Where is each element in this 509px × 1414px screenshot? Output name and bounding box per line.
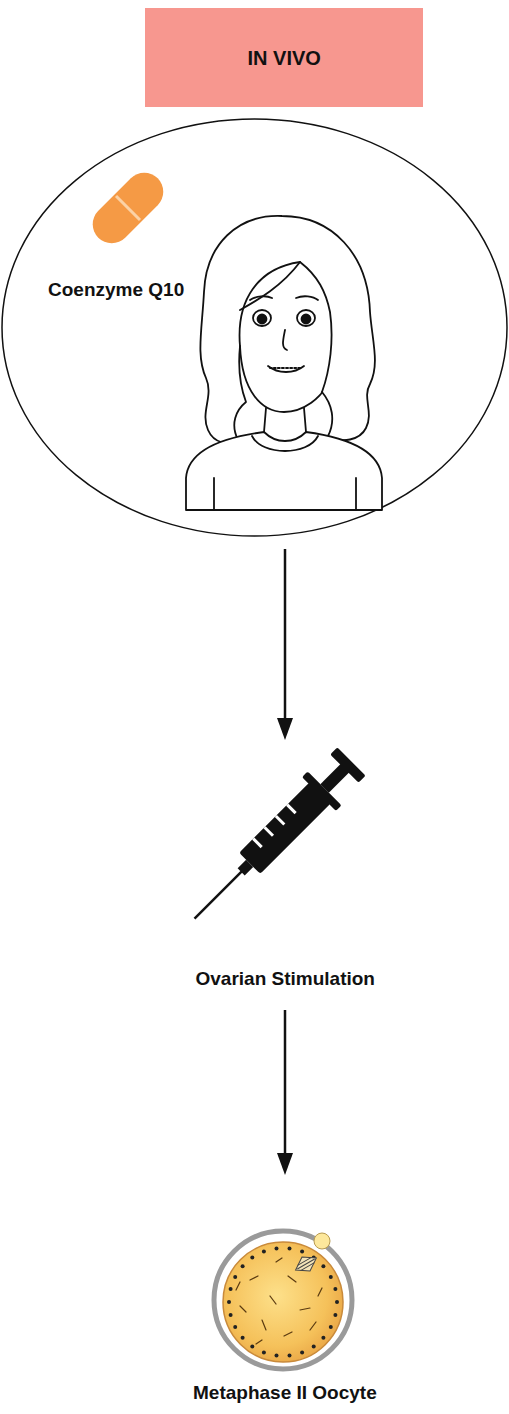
flow-arrow: [277, 549, 293, 740]
cortical-granule: [288, 1246, 292, 1250]
cortical-granule: [312, 1256, 316, 1260]
node-label: IN VIVO: [248, 46, 321, 70]
cortical-granule: [329, 1275, 333, 1279]
node-label: Ovarian Stimulation: [196, 967, 375, 991]
cortical-granule: [333, 1287, 337, 1291]
cortical-granule: [275, 1354, 279, 1358]
arrow-head: [277, 1153, 293, 1175]
cortical-granule: [229, 1313, 233, 1317]
woman-illustration: [186, 216, 382, 510]
cortical-granule: [321, 1264, 325, 1268]
cortical-granule: [300, 1250, 304, 1254]
cortical-granule: [250, 1344, 254, 1348]
context-ellipse: Coenzyme Q10: [1, 118, 508, 537]
arrow-line: [284, 1010, 287, 1157]
process-step: Metaphase II Oocyte: [190, 1180, 380, 1408]
cortical-granule: [262, 1351, 266, 1355]
pill-icon: [85, 165, 171, 251]
cortical-granule: [333, 1313, 337, 1317]
cortical-granule: [241, 1264, 245, 1268]
cortical-granule: [300, 1351, 304, 1355]
oocyte-illustration: [214, 1231, 352, 1369]
cortical-granule: [321, 1336, 325, 1340]
cortical-granule: [312, 1344, 316, 1348]
ellipse-outline: [1, 118, 508, 537]
node-label: Coenzyme Q10: [48, 278, 184, 302]
cortical-granule: [241, 1336, 245, 1340]
ellipse-outline: [2, 119, 507, 536]
cortical-granule: [233, 1325, 237, 1329]
cortical-granule: [329, 1325, 333, 1329]
arrow-line: [284, 549, 287, 722]
heading-box: IN VIVO: [145, 8, 423, 107]
syringe-icon: [178, 745, 369, 936]
cortical-granule: [229, 1287, 233, 1291]
cortical-granule: [227, 1300, 231, 1304]
node-label: Metaphase II Oocyte: [193, 1381, 377, 1405]
cortical-granule: [233, 1275, 237, 1279]
cortical-granule: [262, 1250, 266, 1254]
cortical-granule: [250, 1256, 254, 1260]
cortical-granule: [288, 1354, 292, 1358]
cortical-granule: [275, 1246, 279, 1250]
flow-arrow: [277, 1010, 293, 1175]
cortical-granule: [335, 1300, 339, 1304]
arrow-head: [277, 718, 293, 740]
process-step: Ovarian Stimulation: [180, 745, 390, 1005]
